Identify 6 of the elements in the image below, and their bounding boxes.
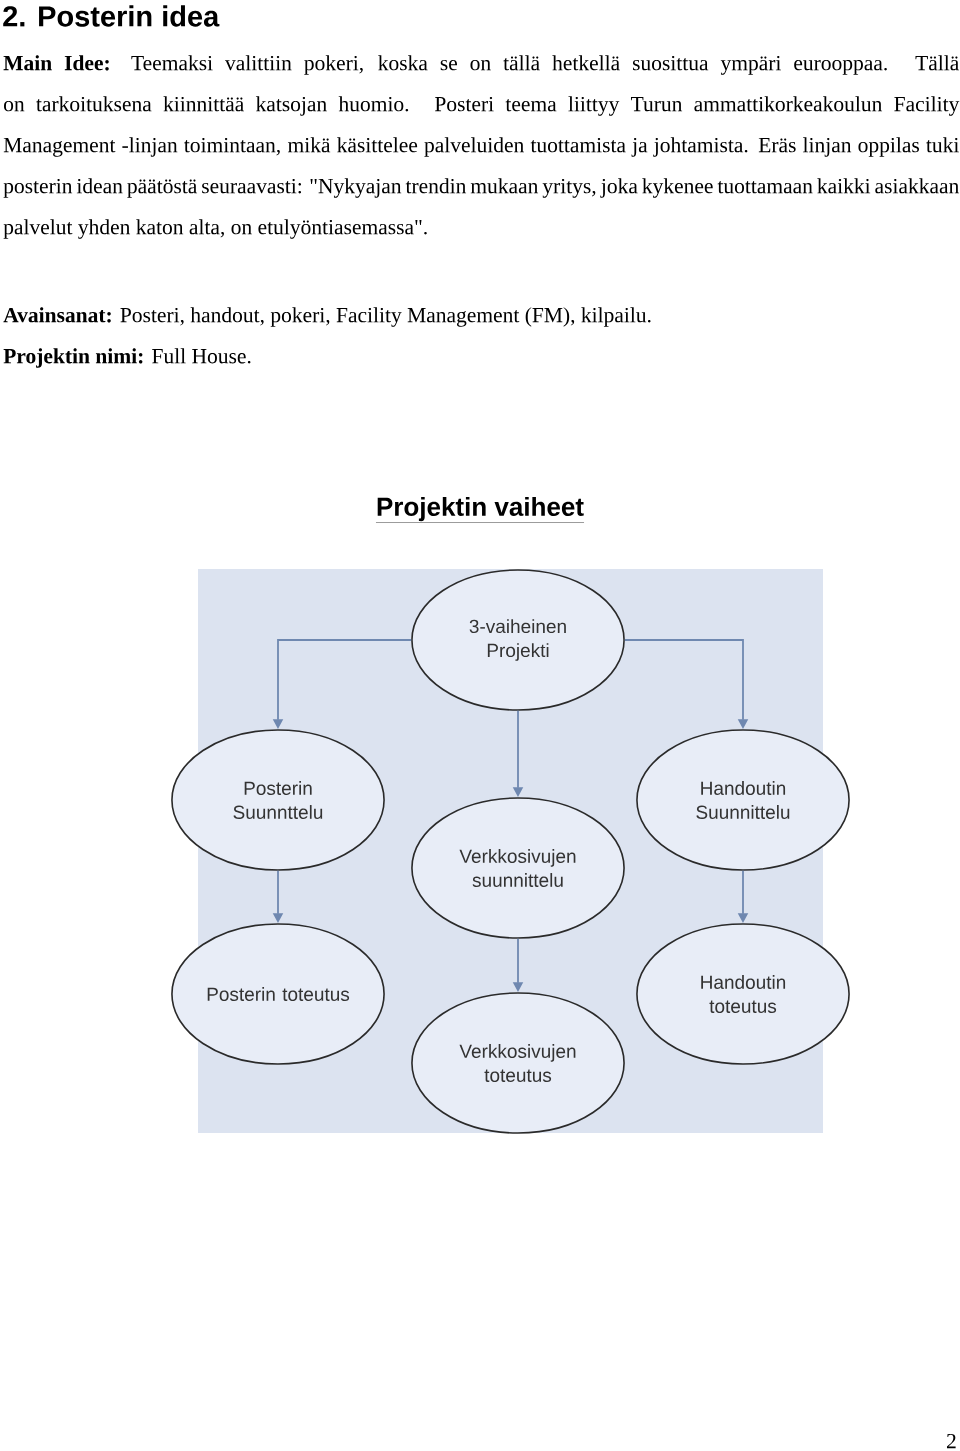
section-heading: Projektin vaiheet: [375, 496, 585, 523]
paragraph: Avainsanat: Posteri, handout, pokeri, Facility Management (FM), kilpailu.: [3, 307, 651, 327]
paragraph: Main Idee: Teemaksi valittiin pokeri, koska se on tällä hetkellä suosittua ympäri eurooppaa. Tällä on tarkoituksena kiinnittää katsojan huomio. Posteri teema liittyy Turun ammattikorkeakoulun Facility Management -linjan toimintaan, mikä käsittelee palveluiden tuottamista ja johtamista. Eräs linjan oppilas tuki posterin idean päätöstä seuraavasti: "Nykyajan trendin mukaan yritys, joka kykenee tuottamaan kaikki asiakkaan palvelut yhden katon alta, on etulyöntiasemassa".: [3, 55, 960, 239]
page-heading: 2. Posterin idea: [3, 5, 220, 27]
paragraph: Projektin nimi: Full House.: [3, 348, 251, 368]
page-number: 2: [947, 1433, 956, 1449]
